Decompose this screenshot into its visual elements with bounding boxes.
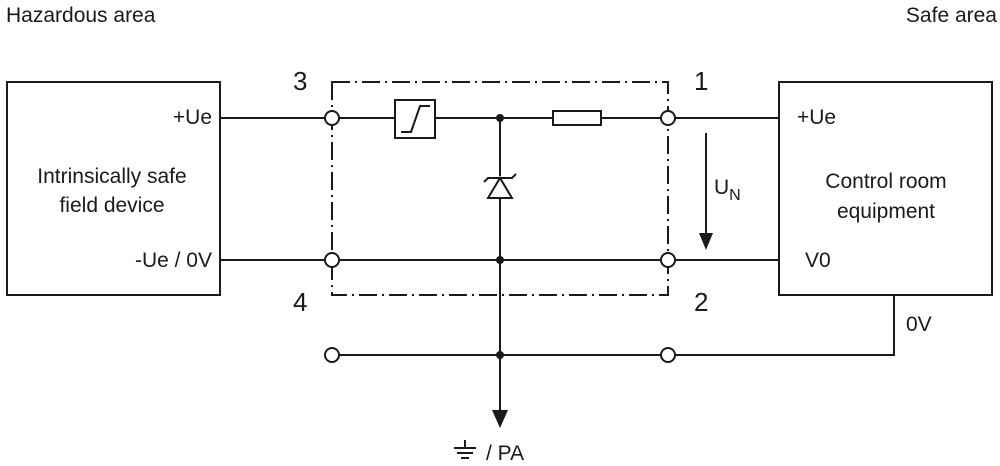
voltage-subscript: N bbox=[729, 187, 741, 204]
control-equipment-pos-terminal: +Ue bbox=[797, 106, 836, 129]
control-equipment-label-line2: equipment bbox=[837, 200, 935, 223]
field-device-box bbox=[6, 81, 221, 296]
voltage-arrow-head-icon bbox=[699, 233, 713, 250]
terminal-2-label: 2 bbox=[694, 287, 708, 317]
junction-dot-bottom bbox=[496, 256, 504, 264]
terminal-1 bbox=[660, 110, 676, 126]
junction-dot-pa bbox=[496, 351, 504, 359]
wire-pa-to-control bbox=[675, 295, 895, 356]
current-limiter-icon bbox=[401, 105, 430, 133]
control-ground-label: 0V bbox=[906, 313, 932, 336]
terminal-3 bbox=[324, 110, 340, 126]
terminal-1-label: 1 bbox=[694, 66, 708, 96]
terminal-pa-right bbox=[660, 347, 676, 363]
field-device-label-line1: Intrinsically safe bbox=[37, 165, 186, 188]
control-equipment-box bbox=[778, 81, 993, 296]
terminal-2 bbox=[660, 252, 676, 268]
voltage-label: UN bbox=[714, 176, 741, 204]
field-device-pos-terminal: +Ue bbox=[173, 106, 212, 129]
terminal-pa-left bbox=[324, 347, 340, 363]
barrier-enclosure bbox=[331, 81, 669, 296]
voltage-symbol: U bbox=[714, 176, 729, 199]
zener-diode-bar bbox=[483, 173, 517, 183]
safe-area-label: Safe area bbox=[906, 4, 997, 27]
ground-icon bbox=[454, 440, 476, 459]
terminal-3-label: 3 bbox=[293, 66, 307, 96]
junction-dot-top bbox=[496, 114, 504, 122]
field-device-neg-terminal: -Ue / 0V bbox=[135, 249, 212, 272]
control-equipment-label-line1: Control room bbox=[825, 170, 946, 193]
ground-arrow-icon bbox=[492, 410, 508, 428]
field-device-label-line2: field device bbox=[59, 194, 164, 217]
zener-diode-icon bbox=[486, 176, 514, 199]
fuse-icon bbox=[552, 110, 602, 126]
hazardous-area-label: Hazardous area bbox=[6, 4, 156, 27]
control-equipment-neg-terminal: V0 bbox=[805, 249, 831, 272]
terminal-4 bbox=[324, 252, 340, 268]
terminal-4-label: 4 bbox=[293, 287, 307, 317]
ground-pa-label: / PA bbox=[486, 442, 524, 465]
